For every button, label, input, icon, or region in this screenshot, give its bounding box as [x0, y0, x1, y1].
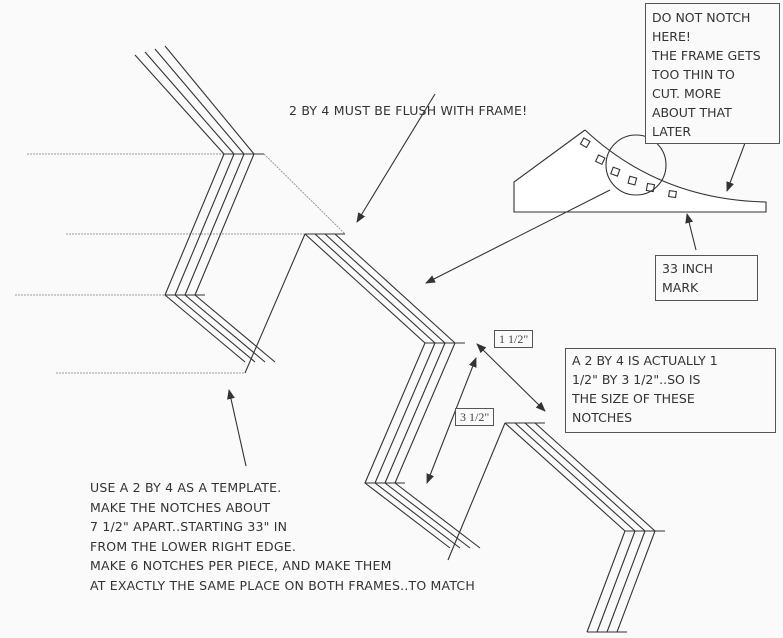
stringer-layer-line [154, 48, 266, 363]
stringer-layer-line [334, 233, 481, 549]
note-line: THE FRAME GETS [652, 48, 761, 63]
stringer-layer-line [534, 422, 656, 633]
instructions: USE A 2 BY 4 AS A TEMPLATE. MAKE THE NOT… [90, 478, 475, 595]
size-note: A 2 BY 4 IS ACTUALLY 1 1/2" BY 3 1/2"..S… [565, 348, 776, 433]
do-not-notch-note: DO NOT NOTCH HERE! THE FRAME GETS TOO TH… [645, 3, 780, 144]
note-line: THE SIZE OF THESE [572, 391, 695, 406]
instruction-line: USE A 2 BY 4 AS A TEMPLATE. [90, 480, 282, 495]
measure-long-label: 3 1/2" [455, 408, 495, 426]
note-line: LATER [652, 124, 692, 139]
stringer-layer-line [314, 233, 461, 549]
note-line: 33 INCH [662, 261, 714, 276]
notch-marks [579, 137, 677, 199]
stringer-layer-line [504, 422, 626, 633]
inch-mark-note: 33 INCH MARK [655, 255, 758, 301]
instruction-line: MAKE THE NOTCHES ABOUT [90, 499, 271, 515]
instruction-line: 7 1/2" APART..STARTING 33" IN [90, 519, 288, 534]
instruction-line: AT EXACTLY THE SAME PLACE ON BOTH FRAMES… [90, 577, 475, 593]
stair-stringer-layers [134, 45, 665, 633]
flush-note: 2 BY 4 MUST BE FLUSH WITH FRAME! [289, 103, 528, 118]
guide-lines [15, 153, 346, 374]
stringer-layer-line [144, 51, 256, 363]
stringer-layer-line [304, 233, 451, 549]
measure-short-label: 1 1/2" [494, 330, 534, 348]
instruction-line: FROM THE LOWER RIGHT EDGE. [90, 538, 296, 554]
note-line: DO NOT NOTCH [652, 10, 751, 25]
note-line: HERE! [652, 29, 691, 44]
note-line: MARK [662, 280, 699, 295]
note-line: CUT. MORE [652, 86, 722, 101]
note-line: 1/2" BY 3 1/2"..SO IS [572, 372, 701, 387]
stringer-layer-line [514, 422, 636, 633]
note-line: NOTCHES [572, 410, 633, 425]
stringer-layer-line [164, 45, 276, 363]
stringer-layer-line [524, 422, 646, 633]
highlight-circle [605, 134, 667, 196]
note-line: A 2 BY 4 IS ACTUALLY 1 [572, 353, 718, 368]
connector-lines [244, 233, 506, 561]
note-line: ABOUT THAT [652, 105, 732, 120]
frame-piece [513, 129, 767, 213]
stringer-layer-line [324, 233, 471, 549]
pointer-arrows [227, 93, 746, 484]
note-line: TOO THIN TO [652, 67, 735, 82]
instruction-line: MAKE 6 NOTCHES PER PIECE, AND MAKE THEM [90, 558, 392, 573]
stringer-layer-line [134, 54, 246, 363]
